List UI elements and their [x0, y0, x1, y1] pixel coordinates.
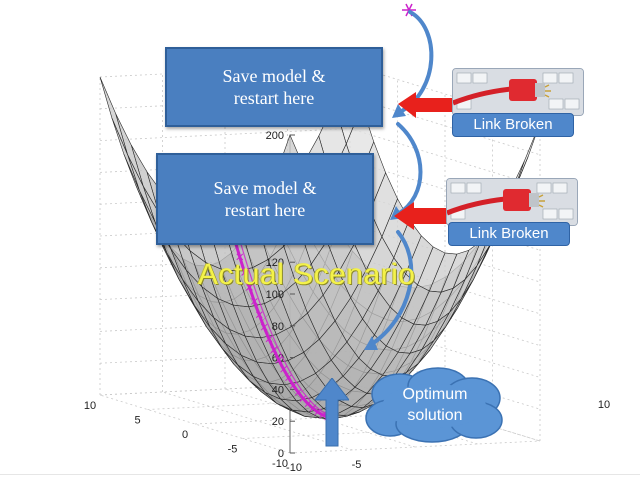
save-model-box-2: Save model & restart here — [156, 153, 374, 245]
y-tick-label: -10 — [272, 458, 288, 470]
x-tick-label: -10 — [286, 462, 302, 474]
up-arrow — [315, 378, 349, 447]
z-tick-label: 100 — [266, 289, 284, 301]
z-tick-label: 200 — [266, 130, 284, 142]
path-marker — [251, 298, 258, 305]
path-marker — [280, 365, 287, 373]
broken-link-arrow-2 — [394, 202, 448, 230]
y-tick-label: 0 — [182, 429, 188, 441]
z-tick-label: 80 — [272, 321, 284, 333]
restart-arc-1-head — [392, 104, 406, 118]
path-marker — [236, 253, 244, 261]
actual-scenario-label: Actual Scenario — [198, 258, 416, 291]
broken-link-arrow-1 — [398, 92, 452, 118]
restart-arc-3-head — [364, 336, 378, 350]
path-marker — [246, 284, 253, 291]
optimum-solution-label: Optimum solution — [402, 386, 468, 424]
link-broken-label-2: Link Broken — [448, 222, 570, 246]
path-marker — [270, 346, 278, 354]
y-tick-label: -5 — [228, 444, 238, 456]
path-marker — [275, 356, 283, 364]
x-tick-label: 10 — [598, 399, 610, 411]
broken-cable-photo-1 — [452, 68, 584, 116]
x-tick-label: -5 — [352, 459, 362, 471]
path-marker — [319, 411, 326, 419]
z-tick-label: 0 — [278, 448, 284, 460]
z-tick-label: 120 — [266, 257, 284, 269]
path-marker — [260, 323, 268, 331]
path-marker — [285, 374, 292, 382]
path-marker — [299, 395, 307, 402]
link-broken-label-1: Link Broken — [452, 113, 574, 137]
path-marker — [309, 404, 317, 412]
path-marker — [265, 335, 273, 343]
z-tick-label: 40 — [272, 384, 284, 396]
save-model-box-1: Save model & restart here — [165, 47, 383, 127]
path-marker — [294, 388, 302, 396]
path-marker — [241, 269, 248, 276]
cloud-shape — [365, 367, 503, 443]
path-marker — [255, 311, 263, 319]
path-marker — [290, 382, 297, 389]
broken-cable-photo-2 — [446, 178, 578, 226]
path-marker — [314, 408, 322, 416]
y-tick-label: 5 — [134, 415, 140, 427]
y-tick-label: 10 — [84, 400, 96, 412]
optimization-path-2 — [234, 222, 333, 418]
restart-arc-2 — [396, 122, 423, 216]
bottom-divider — [0, 474, 640, 475]
z-tick-label: 20 — [272, 416, 284, 428]
restart-arc-3 — [370, 230, 414, 346]
